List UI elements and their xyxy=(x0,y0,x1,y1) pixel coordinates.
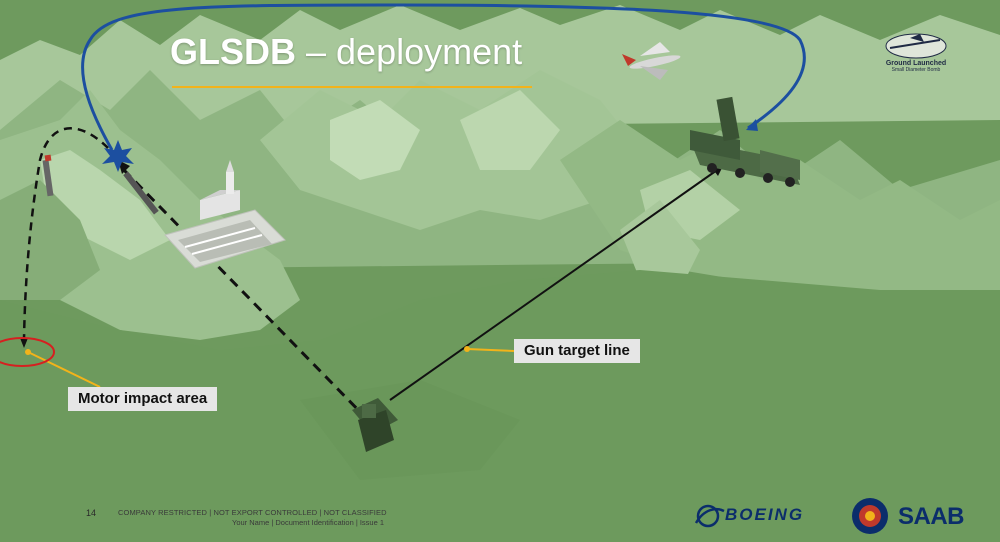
boeing-logo-text: BOEING xyxy=(725,505,805,524)
classification-line: COMPANY RESTRICTED | NOT EXPORT CONTROLL… xyxy=(118,508,387,517)
callout-motor-impact-area: Motor impact area xyxy=(68,387,218,411)
glsdb-badge-icon xyxy=(885,33,947,59)
motor-fall-path xyxy=(22,127,109,341)
title-rest: – deployment xyxy=(296,31,523,72)
saab-logo-icon xyxy=(852,498,888,534)
rocket-motor-icon xyxy=(42,154,54,197)
burst-icon xyxy=(102,140,134,172)
badge-line2: Small Diameter Bomb xyxy=(891,67,941,73)
blue-trajectory xyxy=(81,3,806,151)
title-underline xyxy=(172,86,532,88)
title-bold: GLSDB xyxy=(170,31,296,72)
page-title: GLSDB – deployment xyxy=(170,30,522,74)
callout-gun-target-line: Gun target line xyxy=(514,339,640,363)
cemetery-icon xyxy=(164,209,286,269)
gun-target-line xyxy=(389,167,721,401)
church-icon xyxy=(200,160,240,220)
launcher-vehicle xyxy=(352,398,398,452)
saab-logo-text: SAAB xyxy=(898,503,965,530)
document-line: Your Name | Document Identification | Is… xyxy=(232,518,385,527)
dashed-trajectory xyxy=(120,166,370,422)
glide-bomb-icon xyxy=(622,42,681,80)
page-number: 14 xyxy=(86,508,97,518)
badge-line1: Ground Launched xyxy=(885,60,947,67)
radar-truck xyxy=(690,96,800,187)
boeing-logo-icon xyxy=(694,504,725,528)
impact-ring xyxy=(0,337,55,367)
